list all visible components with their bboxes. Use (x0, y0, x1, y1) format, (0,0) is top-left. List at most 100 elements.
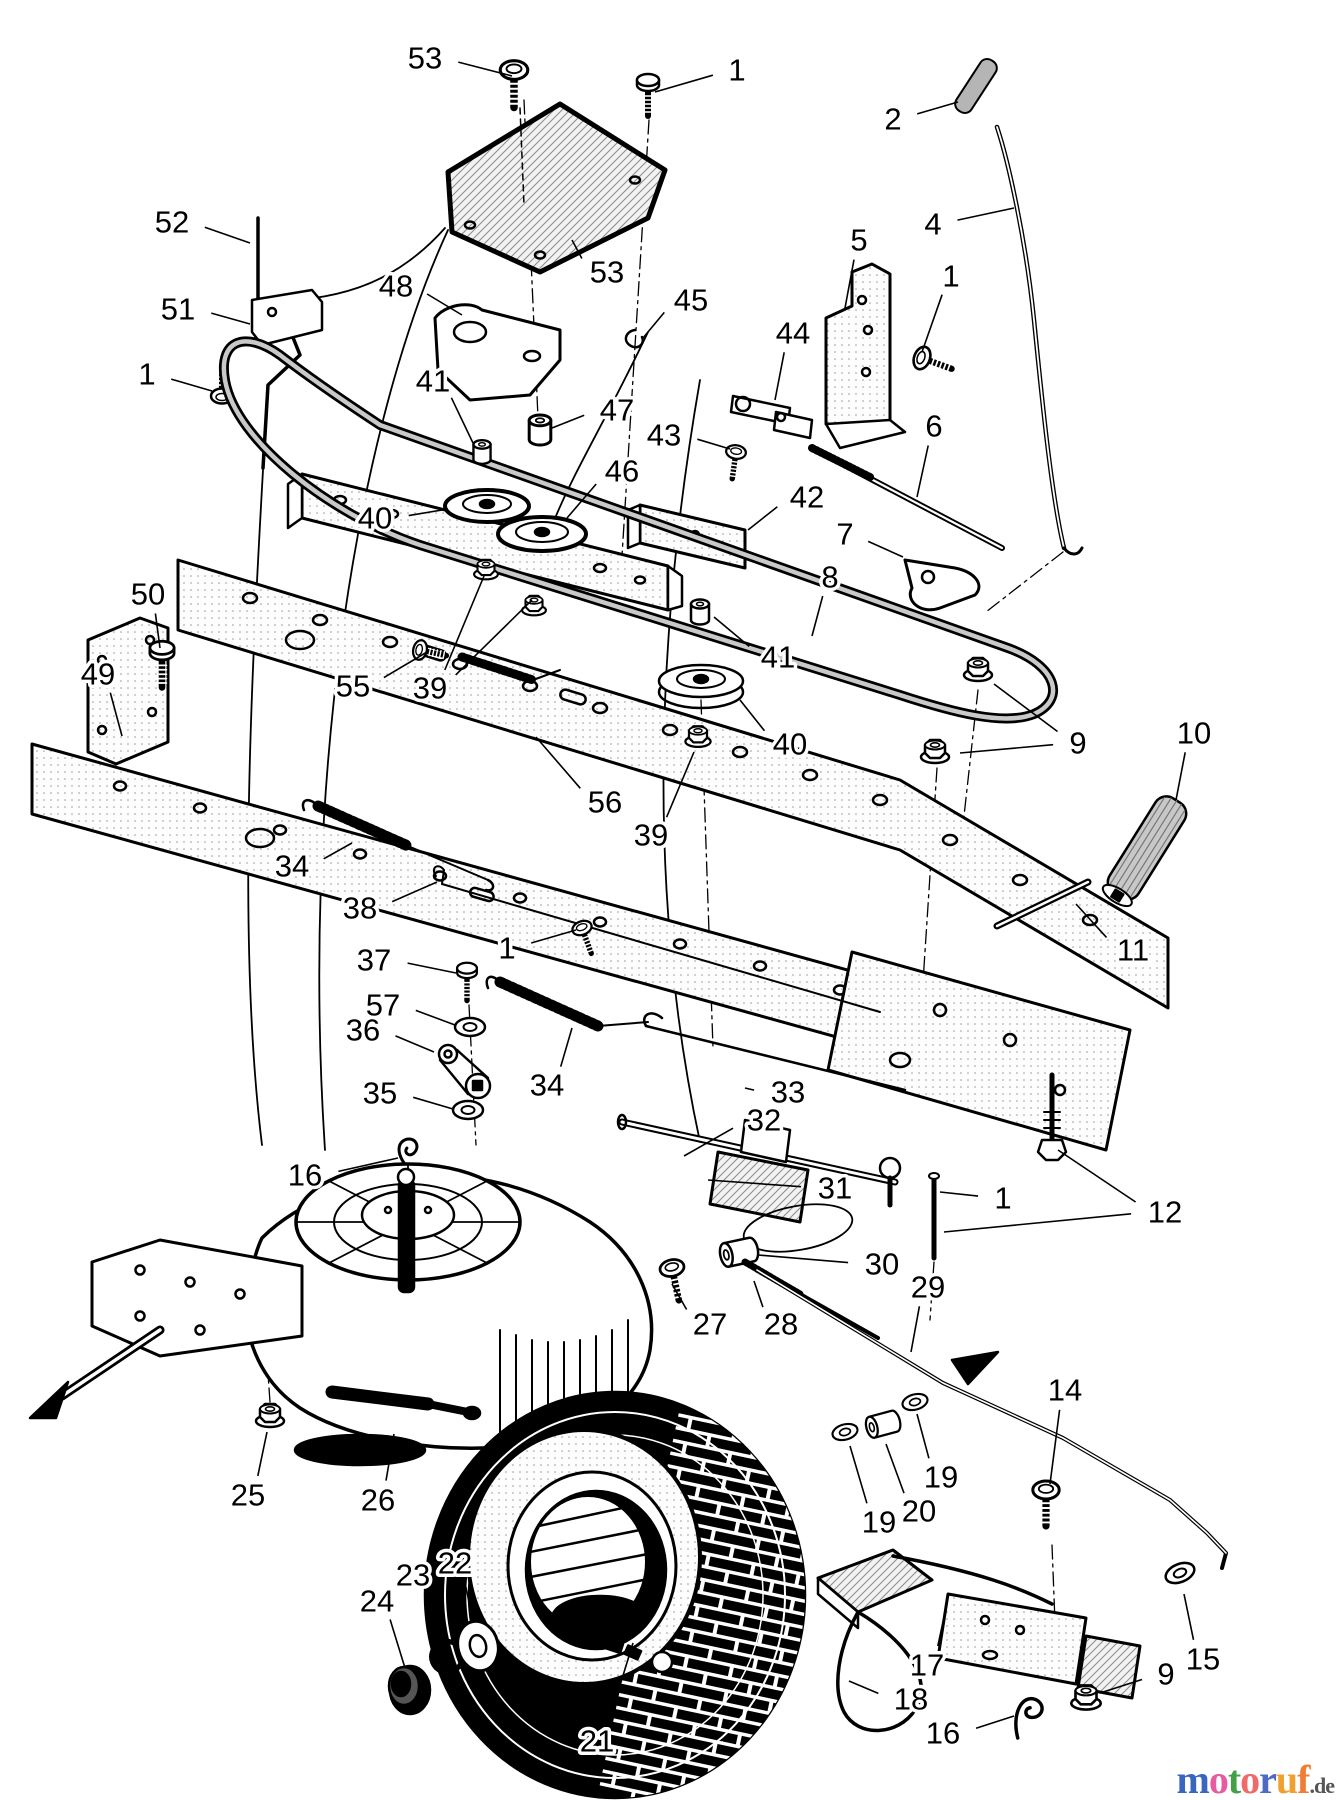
callout-1: 1 (728, 53, 745, 88)
leader-line-20 (885, 1443, 905, 1494)
leader-line-23 (426, 1592, 444, 1641)
rear-cross-channel (826, 950, 1132, 1152)
callout-47: 47 (600, 393, 634, 428)
callout-56: 56 (588, 785, 622, 820)
axle-nut-25 (254, 1402, 286, 1429)
centerline (985, 551, 1064, 613)
callout-2: 2 (884, 102, 901, 137)
callout-7: 7 (836, 517, 853, 552)
callout-36: 36 (346, 1013, 380, 1048)
leader-line-2 (916, 101, 959, 115)
callout-52: 52 (155, 205, 189, 240)
callout-53: 53 (408, 41, 442, 76)
leader-line-9 (993, 683, 1058, 733)
leader-line-26 (385, 1433, 395, 1481)
callout-42: 42 (790, 480, 824, 515)
bracket-51 (250, 288, 324, 347)
leader-line-53 (571, 239, 583, 259)
leader-line-21 (607, 1642, 634, 1723)
callout-8: 8 (821, 560, 838, 595)
leader-line-28 (753, 1280, 764, 1308)
callout-41: 41 (761, 640, 795, 675)
screw-14 (1033, 1481, 1059, 1526)
leader-line-42 (747, 506, 778, 531)
diagram-art (28, 56, 1228, 1800)
leader-line-39 (444, 575, 485, 671)
callout-16: 16 (926, 1716, 960, 1751)
leader-line-18 (848, 1680, 879, 1695)
logo-letter: o (1208, 1757, 1229, 1800)
logo-letter: f (1297, 1757, 1310, 1800)
callout-57: 57 (366, 988, 400, 1023)
flange-nut-9 (919, 738, 951, 765)
callout-21: 21 (580, 1724, 614, 1759)
motoruf-logo[interactable]: motoruf.de (1177, 1760, 1335, 1800)
leader-line-38 (391, 881, 438, 903)
callout-40: 40 (358, 501, 392, 536)
callout-41: 41 (416, 364, 450, 399)
leader-line-5 (844, 259, 855, 309)
leader-line-19 (916, 1413, 930, 1459)
leader-line-29 (910, 1306, 921, 1353)
callout-33: 33 (771, 1075, 805, 1110)
grip-2 (954, 58, 998, 114)
transmission-26 (28, 1162, 654, 1467)
leader-line-35 (412, 1096, 454, 1110)
callout-39: 39 (634, 818, 668, 853)
callout-50: 50 (131, 577, 165, 612)
leader-line-1 (939, 1191, 979, 1197)
long-pin-1 (928, 1172, 940, 1261)
callout-17: 17 (910, 1648, 944, 1683)
spacer-20 (862, 1408, 904, 1441)
leader-line-7 (867, 540, 904, 558)
callout-1: 1 (498, 931, 515, 966)
leader-line-52 (204, 226, 251, 244)
leader-line-12 (1057, 1149, 1137, 1203)
hex-bolt (637, 74, 659, 116)
leader-line-6 (916, 445, 929, 498)
logo-letter: m (1176, 1757, 1210, 1800)
washer-15 (1161, 1557, 1199, 1589)
leader-line-31 (707, 1179, 802, 1188)
bracket-31 (708, 1118, 902, 1224)
rod-33 (643, 1012, 907, 1092)
leader-line-49 (109, 692, 123, 737)
callout-18: 18 (894, 1682, 928, 1717)
lift-rod-4 (994, 124, 1067, 551)
screw-1 (911, 344, 956, 379)
leader-line-40 (408, 508, 449, 517)
bolt-37 (457, 963, 477, 1001)
callout-9: 9 (1157, 1657, 1174, 1692)
callout-29: 29 (911, 1270, 945, 1305)
washer-57 (453, 1016, 487, 1038)
clip-45 (624, 328, 644, 349)
axle-cap-24 (387, 1664, 432, 1716)
callout-1: 1 (994, 1181, 1011, 1216)
callout-1: 1 (138, 357, 155, 392)
leader-line-34 (559, 1027, 573, 1067)
reference-wire (555, 331, 649, 517)
callout-1: 1 (942, 259, 959, 294)
leader-line-17 (937, 1607, 947, 1647)
callout-14: 14 (1048, 1373, 1082, 1408)
leader-line-40 (739, 699, 766, 732)
callout-44: 44 (776, 316, 810, 351)
stack-pulley-left (443, 438, 531, 581)
callout-24: 24 (360, 1584, 394, 1619)
belt-keeper-plate (445, 101, 668, 275)
callout-11: 11 (1117, 933, 1149, 968)
callout-46: 46 (605, 454, 639, 489)
shoulder-bolt-12 (1036, 1072, 1068, 1162)
leader-line-22 (464, 1581, 474, 1623)
callout-43: 43 (647, 418, 681, 453)
leader-line-16 (975, 1715, 1015, 1730)
leader-line-45 (642, 311, 665, 339)
callout-9: 9 (1069, 726, 1086, 761)
leader-line-1 (654, 74, 714, 93)
leader-line-50 (154, 613, 161, 649)
washer-22 (456, 1619, 500, 1673)
leader-line-30 (757, 1254, 849, 1264)
callout-35: 35 (363, 1076, 397, 1111)
centerline (929, 1261, 935, 1321)
